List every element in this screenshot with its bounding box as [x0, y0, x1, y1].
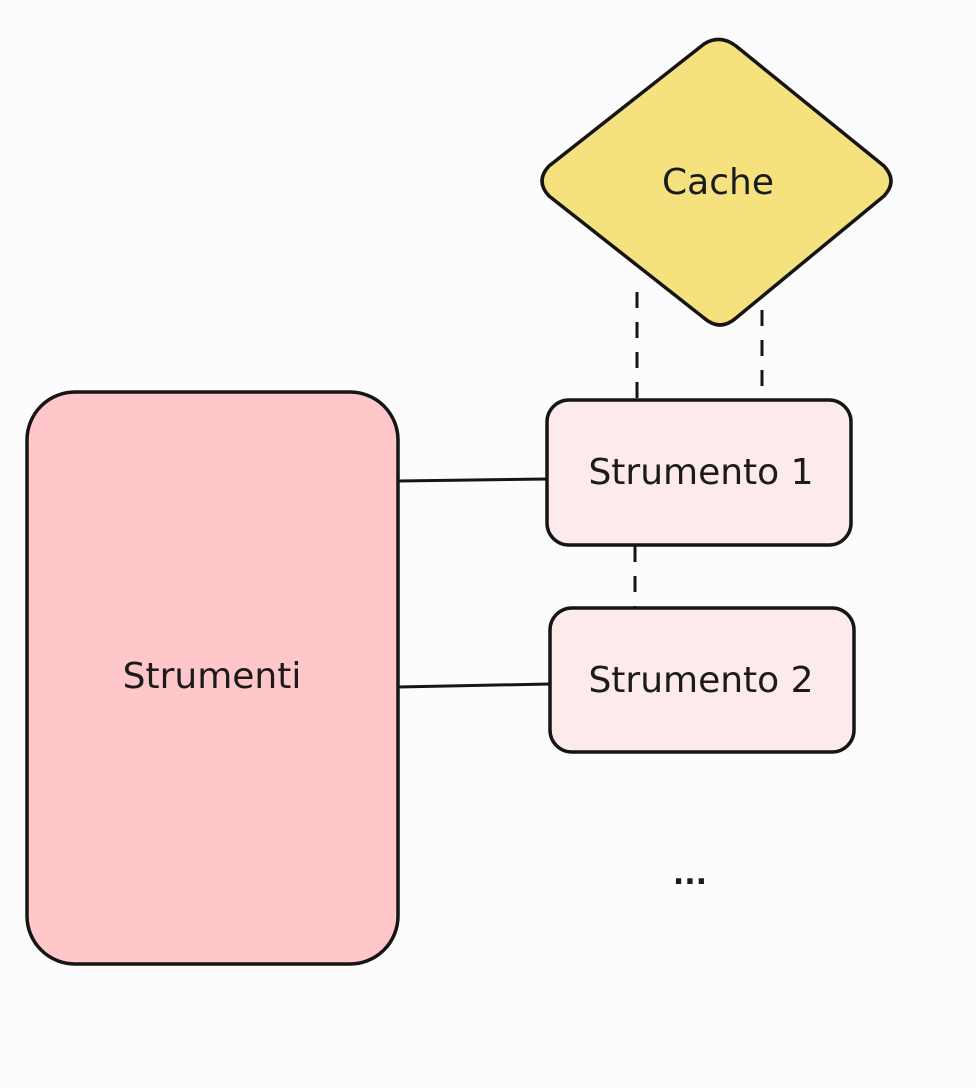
strumento2-node[interactable]: Strumento 2 — [548, 606, 856, 754]
cache-label: Cache — [662, 162, 774, 203]
strumento2-box-shape — [548, 606, 856, 754]
strumento1-node[interactable]: Strumento 1 — [545, 398, 853, 547]
ellipsis-label: ... — [673, 857, 707, 892]
edge-strumenti-strumento1 — [397, 477, 548, 483]
strumento2-label: Strumento 2 — [588, 660, 813, 701]
strumento1-label: Strumento 1 — [588, 452, 813, 493]
edges — [397, 292, 764, 689]
strumento1-box-shape — [545, 398, 853, 547]
cache-diamond-shape — [540, 37, 893, 327]
edge-strumenti-strumento2 — [397, 682, 551, 689]
strumenti-box-shape — [25, 390, 400, 966]
strumenti-label: Strumenti — [123, 656, 302, 697]
cache-node[interactable]: Cache — [540, 37, 893, 327]
strumenti-node[interactable]: Strumenti — [25, 390, 400, 966]
